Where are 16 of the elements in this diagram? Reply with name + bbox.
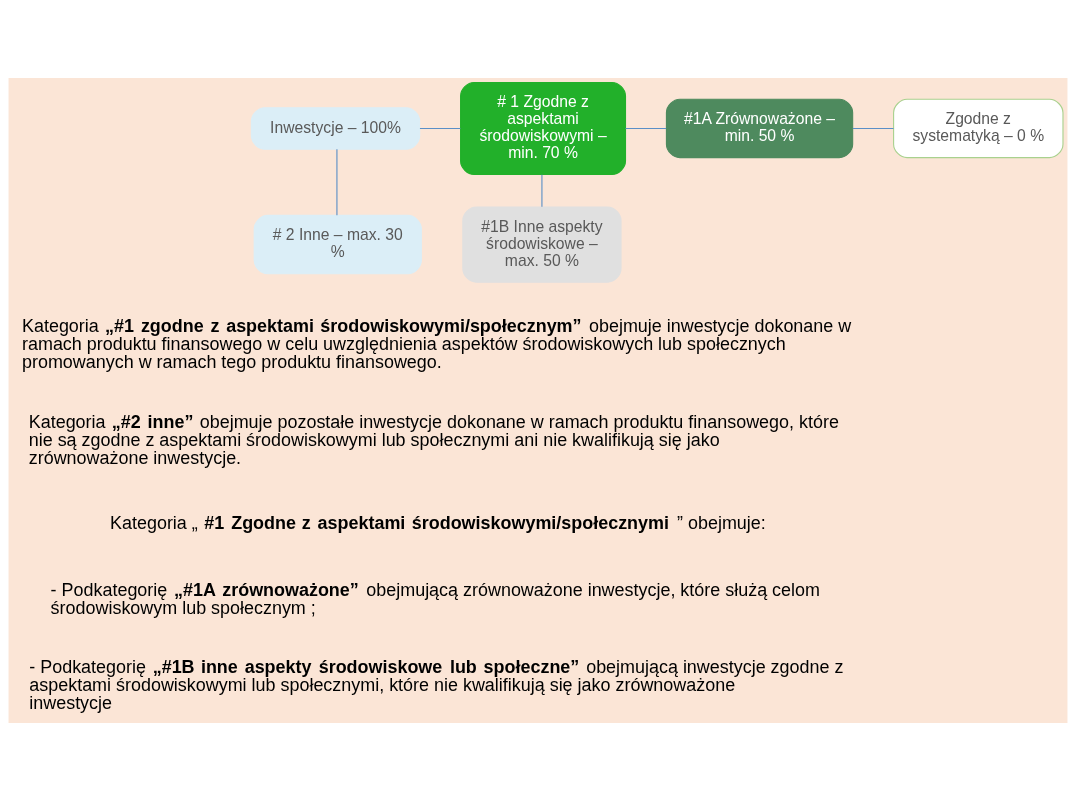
- node-box: #1A Zrównoważone – min. 50 %: [665, 98, 854, 158]
- node-box: #1B Inne aspekty środowiskowe – max. 50 %: [462, 205, 622, 283]
- label: - Podkategorię „#1A zrównoważone” obejmującą zrównoważone inwestycje, które służą celom środowiskowym lub społecznym ;: [50, 579, 820, 618]
- connector: [852, 127, 895, 129]
- node-box: Zgodne z systematyką – 0 %: [893, 98, 1064, 158]
- connector: [541, 173, 543, 207]
- node-box: Inwestycje – 100%: [250, 106, 421, 150]
- label: Kategoria „#1 zgodne z aspektami środowiskowymi/społecznym” obejmuje inwestycje dokonane w ramach produktu finansowego w celu uwzględnienia aspektów środowiskowych lub społecznych promowanych w ramach tego produktu finansowego.: [22, 315, 852, 372]
- label: Kategoria „#1 Zgodne z aspektami środowiskowymi/społecznymi” obejmuje:: [110, 512, 766, 533]
- label: Kategoria „#2 inne” obejmuje pozostałe inwestycje dokonane w ramach produktu finansowego, które nie są zgodne z aspektami środowiskowymi lub społecznymi ani nie kwalifikują się jako zrównoważone inwestycje.: [28, 411, 839, 468]
- node-box: # 1 Zgodne z aspektami środowiskowymi – min. 70 %: [460, 81, 627, 175]
- connector: [624, 127, 667, 129]
- node-box: # 2 Inne – max. 30 %: [253, 214, 422, 274]
- connector: [419, 127, 461, 129]
- label: - Podkategorię „#1B inne aspekty środowiskowe lub społeczne” obejmującą inwestycje zgodne z aspektami środowiskowymi lub społecznymi, które nie kwalifikują się jako zrównoważone inwestycje: [29, 656, 844, 713]
- connector: [336, 148, 338, 216]
